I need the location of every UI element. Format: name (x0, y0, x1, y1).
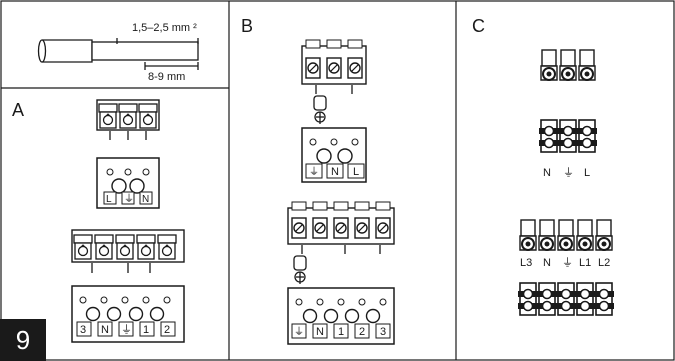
panel-a: L ⏚ N (71, 99, 185, 343)
wire-strip-panel: 1,5–2,5 mm ² 8-9 mm (37, 22, 199, 83)
terminal-block-icon (301, 127, 367, 183)
terminal-label: L (584, 167, 590, 179)
terminal-label: 1 (143, 324, 149, 336)
step-number-badge: 9 (0, 319, 46, 361)
earth-symbol-icon: ⏚ (309, 166, 319, 178)
earth-symbol-icon: ⏚ (563, 166, 574, 179)
terminal-block-icon (96, 99, 160, 140)
wire-strip-length-label: 8-9 mm (148, 71, 185, 83)
terminal-label: 3 (80, 324, 86, 336)
terminal-label: N (331, 166, 339, 178)
terminal-label: N (543, 257, 551, 269)
earth-symbol-icon: ⏚ (562, 256, 573, 269)
terminal-label: N (142, 194, 149, 205)
panel-label-a: A (12, 100, 24, 120)
terminal-block-icon (71, 229, 185, 273)
terminal-label: 2 (359, 326, 365, 338)
terminal-label: N (101, 324, 109, 336)
panel-label-c: C (472, 16, 485, 36)
terminal-block-icon (287, 201, 395, 254)
earth-symbol-icon: ⏚ (294, 326, 304, 338)
panel-c: N ⏚ L L3 N ⏚ L1 L2 (517, 49, 615, 316)
terminal-block-icon (519, 219, 613, 251)
terminal-label: L (353, 166, 359, 178)
terminal-block-icon (287, 287, 395, 345)
earth-symbol-icon: ⏚ (124, 193, 134, 205)
terminal-block-icon (301, 39, 367, 94)
terminal-label: L (106, 194, 112, 205)
terminal-block-icon (96, 157, 160, 209)
terminal-label: 3 (380, 326, 386, 338)
wire-strip-icon (37, 38, 199, 70)
earth-symbol-icon: ⏚ (121, 323, 132, 336)
terminal-block-icon (517, 282, 615, 316)
terminal-label: L2 (598, 257, 610, 269)
terminal-block-icon (71, 285, 185, 343)
panel-b: ⏚ N L (287, 39, 395, 345)
wire-cross-section-label: 1,5–2,5 mm ² (132, 22, 197, 34)
screwdriver-icon (293, 255, 307, 284)
terminal-label: L3 (520, 257, 532, 269)
terminal-block-icon (538, 119, 598, 153)
panel-label-b: B (241, 16, 253, 36)
terminal-label: N (316, 326, 324, 338)
terminal-label: 2 (164, 324, 170, 336)
terminal-label: L1 (579, 257, 591, 269)
terminal-label: N (543, 167, 551, 179)
terminal-block-icon (540, 49, 596, 81)
terminal-label: 1 (338, 326, 344, 338)
screwdriver-icon (313, 95, 327, 124)
